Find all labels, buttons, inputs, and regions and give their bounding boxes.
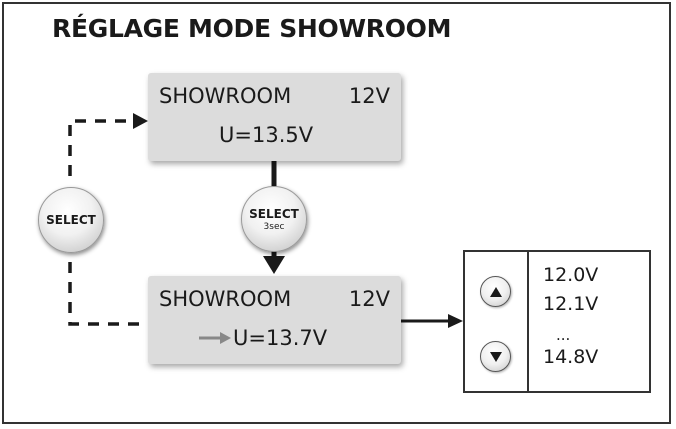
screen-top-voltage: 12V [348,84,390,108]
diagram-title: RÉGLAGE MODE SHOWROOM [52,14,452,43]
select-left-label: SELECT [46,213,96,227]
dashed-line-to-top-screen [68,119,133,176]
range-panel-divider [527,250,529,393]
screen-bottom-voltage: 12V [348,287,390,311]
arrowhead-to-range-panel [448,314,463,328]
up-button[interactable] [480,276,511,307]
down-button[interactable] [480,341,511,372]
range-value-max: 14.8V [543,346,599,368]
solid-arrowhead-down [263,256,285,274]
range-value-step: 12.1V [543,293,599,315]
dashed-line-to-bottom-screen [68,262,148,326]
range-value-ellipsis: ... [556,326,571,344]
display-screen-top: SHOWROOM 12V U=13.5V [148,73,401,161]
triangle-down-icon [489,351,502,362]
display-screen-bottom: SHOWROOM 12V U=13.7V [148,276,401,364]
select-center-sublabel: 3sec [263,221,285,232]
triangle-up-icon [489,286,502,297]
range-value-min: 12.0V [543,264,599,286]
right-arrow-icon [199,332,231,344]
select-button-3sec[interactable]: SELECT 3sec [241,186,307,252]
screen-top-value: U=13.5V [219,123,314,147]
screen-bottom-value: U=13.7V [233,326,328,350]
select-center-label: SELECT [249,206,299,221]
select-button-left[interactable]: SELECT [38,187,104,253]
dashed-arrowhead-top [133,113,148,129]
screen-bottom-label: SHOWROOM [159,287,292,311]
screen-top-label: SHOWROOM [159,84,292,108]
